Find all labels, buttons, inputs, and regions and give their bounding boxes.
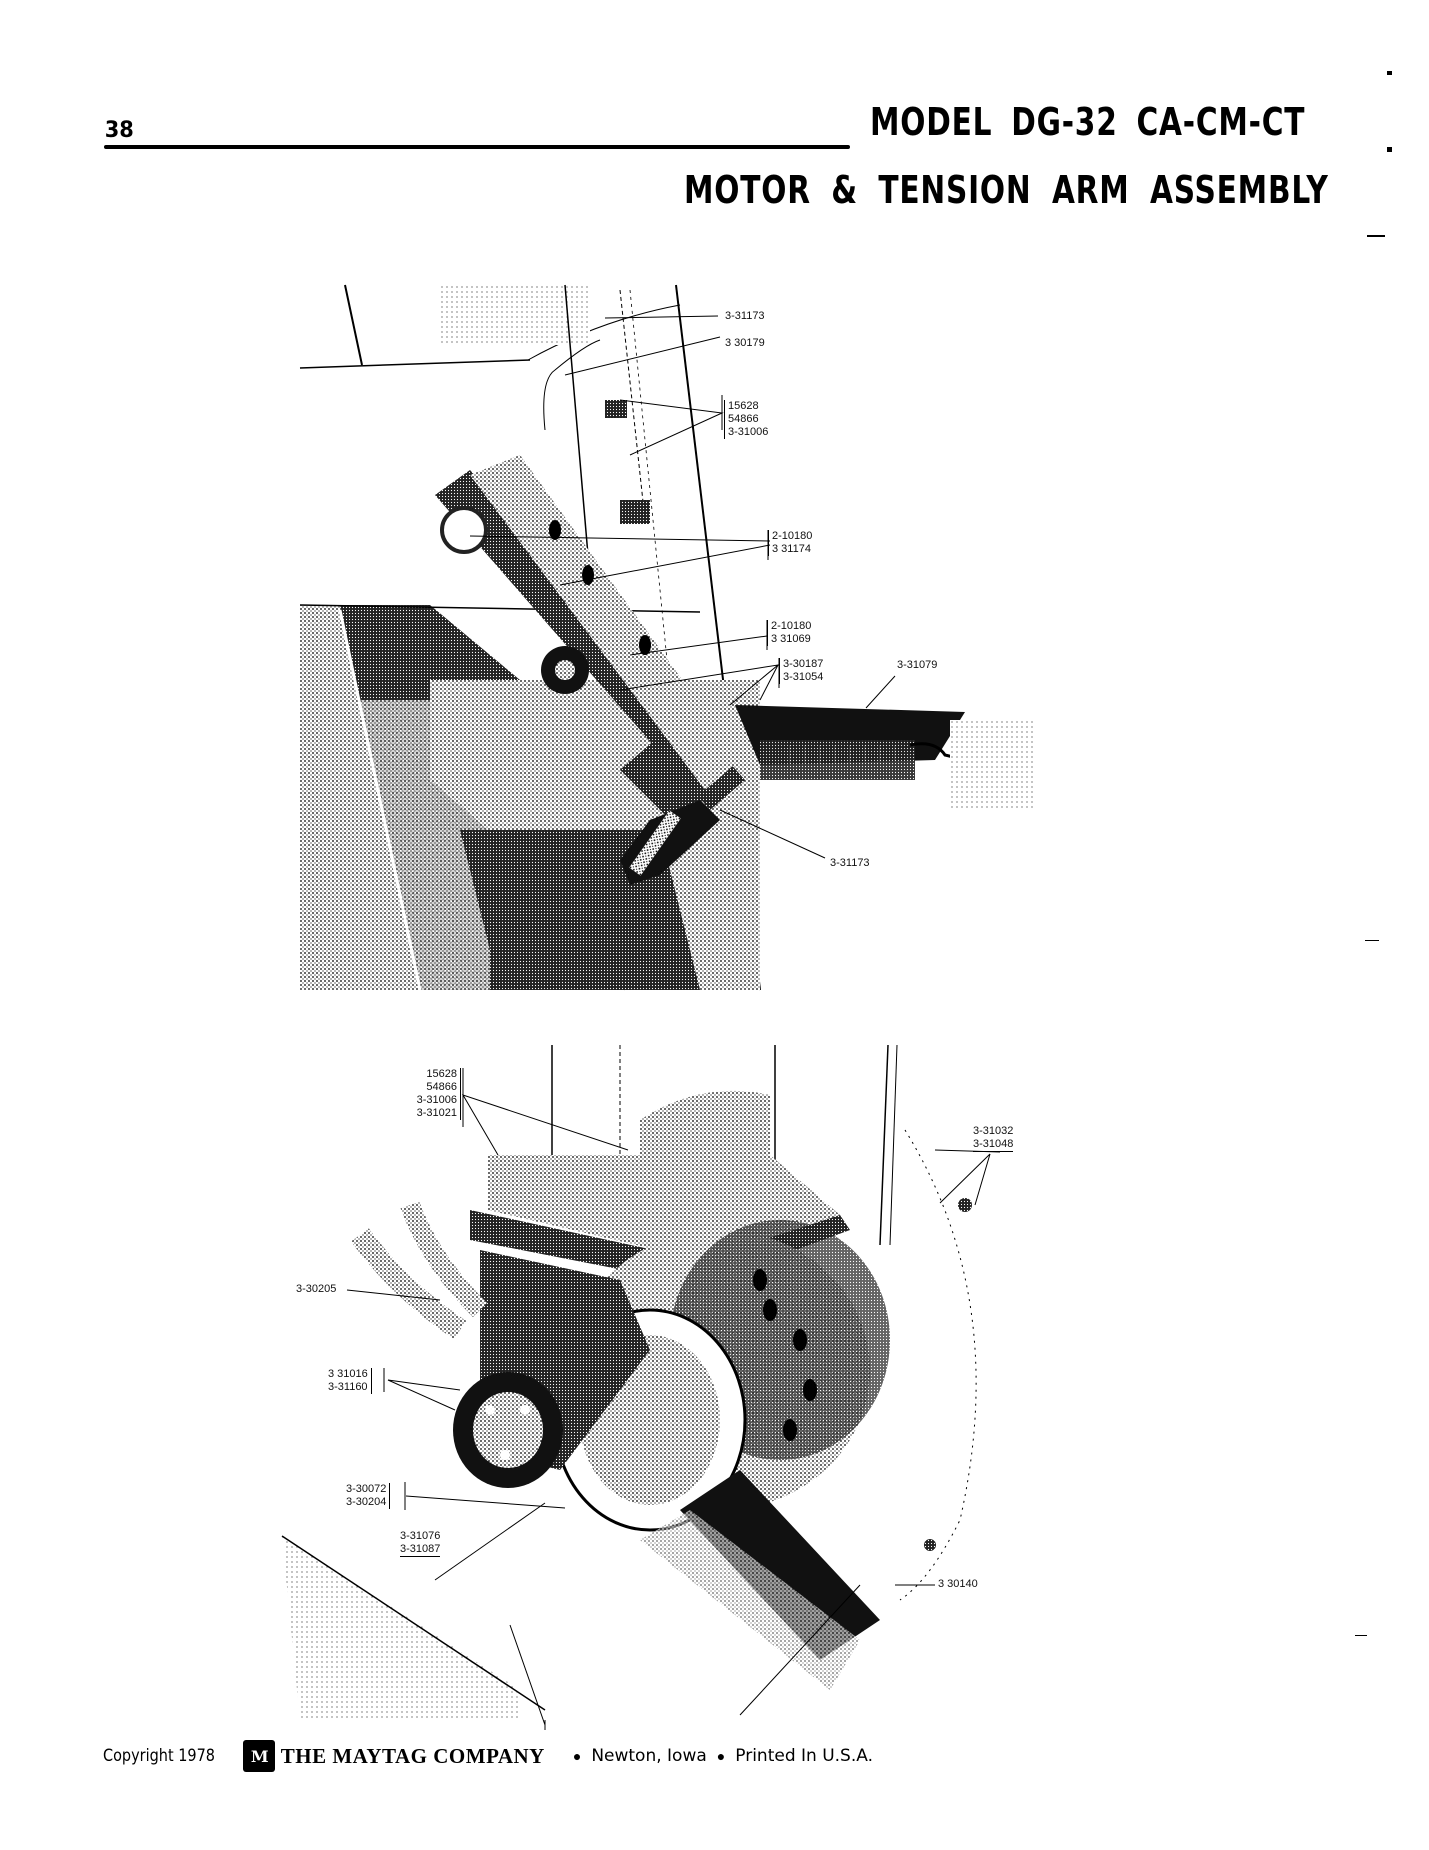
part-number: 3 31069 (771, 633, 811, 645)
header-rule (104, 145, 850, 149)
scan-mark (1387, 71, 1392, 75)
part-number: 15628 (728, 400, 759, 412)
part-number: 3-30205 (296, 1283, 337, 1295)
part-number: 15628 (426, 1068, 457, 1080)
part-number: 2-10180 (772, 530, 813, 542)
callout-15628-group: 15628 54866 3-31006 (724, 400, 768, 439)
section-title: MOTOR & TENSION ARM ASSEMBLY (684, 168, 1329, 212)
part-number: 2-10180 (771, 620, 812, 632)
scan-mark (1355, 1635, 1367, 1636)
scan-mark (1365, 940, 1379, 941)
part-number: 3-31006 (728, 426, 769, 438)
part-number: 3 31174 (772, 543, 811, 555)
part-number: 3-31160 (328, 1381, 368, 1393)
callout-3-31079: 3-31079 (897, 659, 937, 672)
part-number: 3-31079 (897, 659, 938, 671)
part-number: 3-30072 (346, 1483, 387, 1495)
company-city: Newton, Iowa (591, 1746, 707, 1766)
callout-3-31173-bottom: 3-31173 (830, 857, 870, 870)
callout-3-30140: 3 30140 (938, 1578, 978, 1591)
callout-3-31173-top: 3-31173 (725, 310, 765, 323)
callout-2-10180-b: 2-10180 3 31069 (767, 620, 811, 646)
part-number: 3-31173 (830, 857, 870, 869)
copyright: Copyright 1978 (103, 1746, 215, 1766)
callout-2-10180-a: 2-10180 3 31174 (768, 530, 812, 556)
part-number: 3 30140 (938, 1578, 978, 1590)
part-number: 54866 (728, 413, 759, 425)
callout-3-31076-group: 3-31076 3-31087 (400, 1530, 441, 1557)
model-title: MODEL DG-32 CA-CM-CT (870, 100, 1306, 144)
callout-3-30205: 3-30205 (296, 1283, 336, 1296)
part-number: 3-31087 (400, 1543, 441, 1555)
part-number: 3-31021 (416, 1107, 457, 1119)
part-number: 3-30187 (783, 658, 824, 670)
footer: Copyright 1978 M THE MAYTAG COMPANY ● Ne… (103, 1740, 873, 1772)
printed-notice: Printed In U.S.A. (735, 1746, 873, 1766)
company-name: THE MAYTAG COMPANY (280, 1743, 545, 1768)
callout-3-31016-group: 3 31016 3-31160 (328, 1368, 372, 1394)
part-number: 3-31048 (973, 1138, 1014, 1150)
page-number: 38 (104, 118, 134, 143)
part-number: 3-30204 (346, 1496, 387, 1508)
top-photo (299, 284, 1035, 991)
part-number: 3 30179 (725, 337, 765, 349)
callout-3-30179: 3 30179 (725, 337, 765, 350)
bullet-icon: ● (716, 1748, 726, 1764)
part-number: 3-31173 (725, 310, 765, 322)
maytag-logo-icon: M (242, 1740, 275, 1772)
callout-3-31032-group: 3-31032 3-31048 (973, 1125, 1014, 1152)
callout-15628-motor-group: 15628 54866 3-31006 3-31021 (400, 1068, 461, 1120)
part-number: 3-31054 (783, 671, 824, 683)
part-number: 3-31076 (400, 1530, 441, 1542)
bullet-icon: ● (572, 1748, 582, 1764)
scan-mark (1387, 147, 1392, 152)
part-number: 3-31032 (973, 1125, 1014, 1137)
part-number: 54866 (426, 1081, 457, 1093)
part-number: 3-31006 (416, 1094, 457, 1106)
scan-mark (1367, 235, 1385, 237)
bottom-photo (281, 1044, 1001, 1730)
callout-3-30072-group: 3-30072 3-30204 (346, 1483, 391, 1509)
part-number: 3 31016 (328, 1368, 368, 1380)
callout-3-30187-group: 3-30187 3-31054 (779, 658, 823, 684)
